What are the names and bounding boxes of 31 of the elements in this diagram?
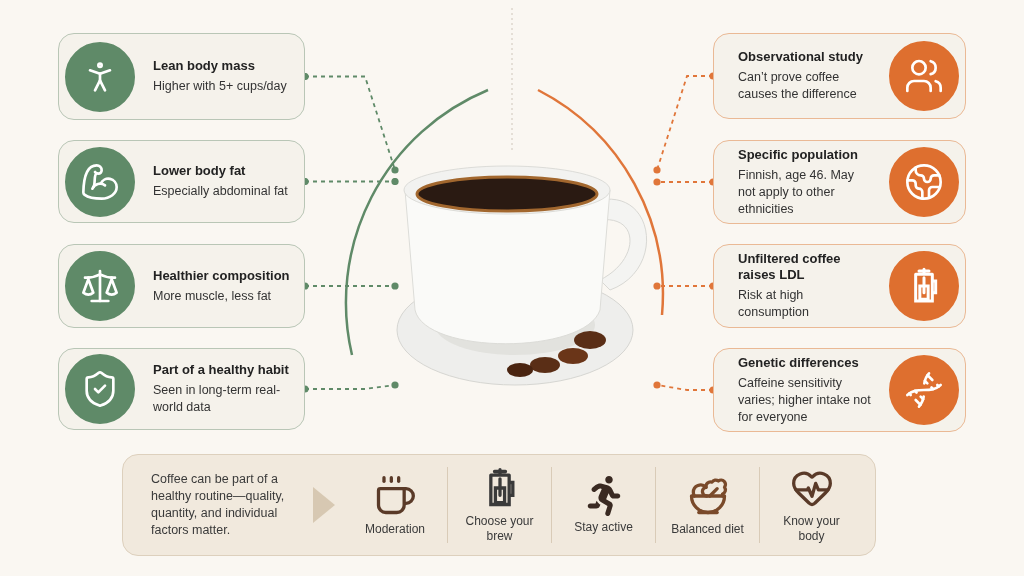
card-title: Lean body mass <box>153 58 256 74</box>
card-text: Seen in long-term real-world data <box>153 382 282 416</box>
tip-label: Choose your brew <box>464 514 535 544</box>
card-text: Finnish, age 46. May not apply to other ethnicities <box>738 166 856 218</box>
summary-text: Coffee can be part of a healthy routine—quality, quantity, and individual factors matter. <box>151 471 286 539</box>
tip-label: Moderation <box>363 521 426 537</box>
card-title: Healthier composition <box>153 267 291 284</box>
card-title: Unfiltered coffee raises LDL <box>738 251 842 283</box>
card-text: Especially abdominal fat <box>153 183 289 200</box>
card-text: More muscle, less fat <box>153 287 273 305</box>
info-card <box>713 244 966 328</box>
info-card <box>58 140 305 223</box>
info-card <box>58 348 305 430</box>
card-title: Observational study <box>738 49 864 65</box>
info-card <box>58 244 305 328</box>
info-card <box>58 33 305 120</box>
card-title: Genetic differences <box>738 354 860 371</box>
card-text: Caffeine sensitivity varies; higher intake not for everyone <box>738 374 872 426</box>
card-title: Part of a healthy habit <box>153 362 290 378</box>
card-text: Can’t prove coffee causes the difference <box>738 69 858 103</box>
info-card <box>713 33 966 119</box>
tip-label: Balanced diet <box>670 521 745 537</box>
info-card <box>713 348 966 432</box>
summary-panel <box>122 454 876 556</box>
tip-label: Stay active <box>573 519 634 535</box>
card-text: Higher with 5+ cups/day <box>153 78 288 95</box>
info-card <box>713 140 966 224</box>
card-title: Specific population <box>738 146 859 163</box>
card-title: Lower body fat <box>153 163 247 179</box>
card-text: Risk at high consumption <box>738 287 810 321</box>
tip-label: Know your body <box>782 514 841 544</box>
